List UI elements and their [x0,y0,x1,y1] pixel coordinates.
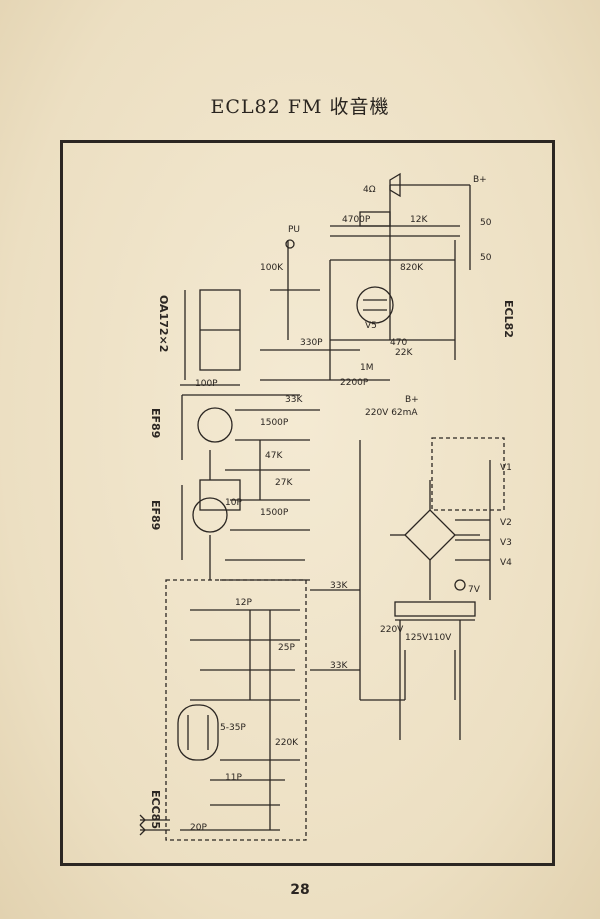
page-title: ECL82 FM 收音機 [210,96,390,118]
heater-section-box [431,437,505,511]
resistor-33k-3-label: 33K [330,661,348,671]
capacitor-50-label: 50 [480,218,492,228]
oa172-diodes-label: OA172×2 [157,295,170,352]
capacitor-20p-label: 20P [190,823,207,833]
b-plus-top-label: B+ [473,175,487,185]
capacitor-47p-label: 47K [265,451,283,461]
heater-v1-label: V1 [500,463,512,473]
pilot-lamp [454,579,466,591]
ecl82-v5-label: V5 [365,321,377,331]
tuner-section-box [165,579,307,841]
ecc85-label: ECC85 [149,790,162,829]
ecc85-tube-symbol [177,704,219,761]
capacitor-100p-label: 100P [195,379,218,389]
resistor-33k-1-label: 33K [285,395,303,405]
mains-125v-label: 125V [405,633,429,643]
power-transformer [394,601,476,617]
capacitor-11p-label: 11P [225,773,242,783]
heater-v4-label: V4 [500,558,512,568]
capacitor-1500p-1-label: 1500P [260,418,289,428]
pu-label: PU [288,225,300,235]
heater-v2-label: V2 [500,518,512,528]
fm-receiver-schematic: 4Ω B+ PU 4700P 12K 50 50 820K 470 1M 22K… [139,172,515,841]
mains-110v-label: 110V [428,633,452,643]
ef89-2-label: EF89 [149,500,162,530]
bridge-rectifier [404,509,456,561]
resistor-27k-label: 27K [275,478,293,488]
capacitor-12p-label: 12P [235,598,252,608]
resistor-100k-label: 100K [260,263,284,273]
ecl82-tube-symbol [356,286,394,324]
capacitor-10p-label: 10P [225,498,242,508]
capacitor-1500p-2-label: 1500P [260,508,289,518]
capacitor-4700p-label: 4700P [342,215,371,225]
ecl82-label: ECL82 [502,300,515,338]
speaker-impedance-label: 4Ω [363,185,376,195]
capacitor-330p-label: 330P [300,338,323,348]
heater-v3-label: V3 [500,538,512,548]
capacitor-2200p-label: 2200P [340,378,369,388]
supply-note-label: 220V 62mA [365,408,418,418]
page-number: 28 [290,882,310,898]
resistor-22k-label: 22K [395,348,413,358]
capacitor-5-35p-label: 5-35P [220,723,246,733]
pilot-lamp-label: 7V [468,585,481,595]
resistor-820k-label: 820K [400,263,424,273]
mains-220v-label: 220V [380,625,404,635]
resistor-220k-label: 220K [275,738,299,748]
resistor-470-label: 470 [390,338,407,348]
b-plus-mid-label: B+ [405,395,419,405]
speaker-icon [389,172,401,198]
ef89-1-label: EF89 [149,408,162,438]
resistor-1m-label: 1M [360,363,374,373]
resistor-12k-label: 12K [410,215,428,225]
ef89-v5-tube-symbol [197,407,233,443]
ef89-v2-tube-symbol [192,497,228,533]
resistor-33k-2-label: 33K [330,581,348,591]
schematic-frame [60,140,555,866]
capacitor-25p-label: 25P [278,643,295,653]
capacitor-50b-label: 50 [480,253,492,263]
